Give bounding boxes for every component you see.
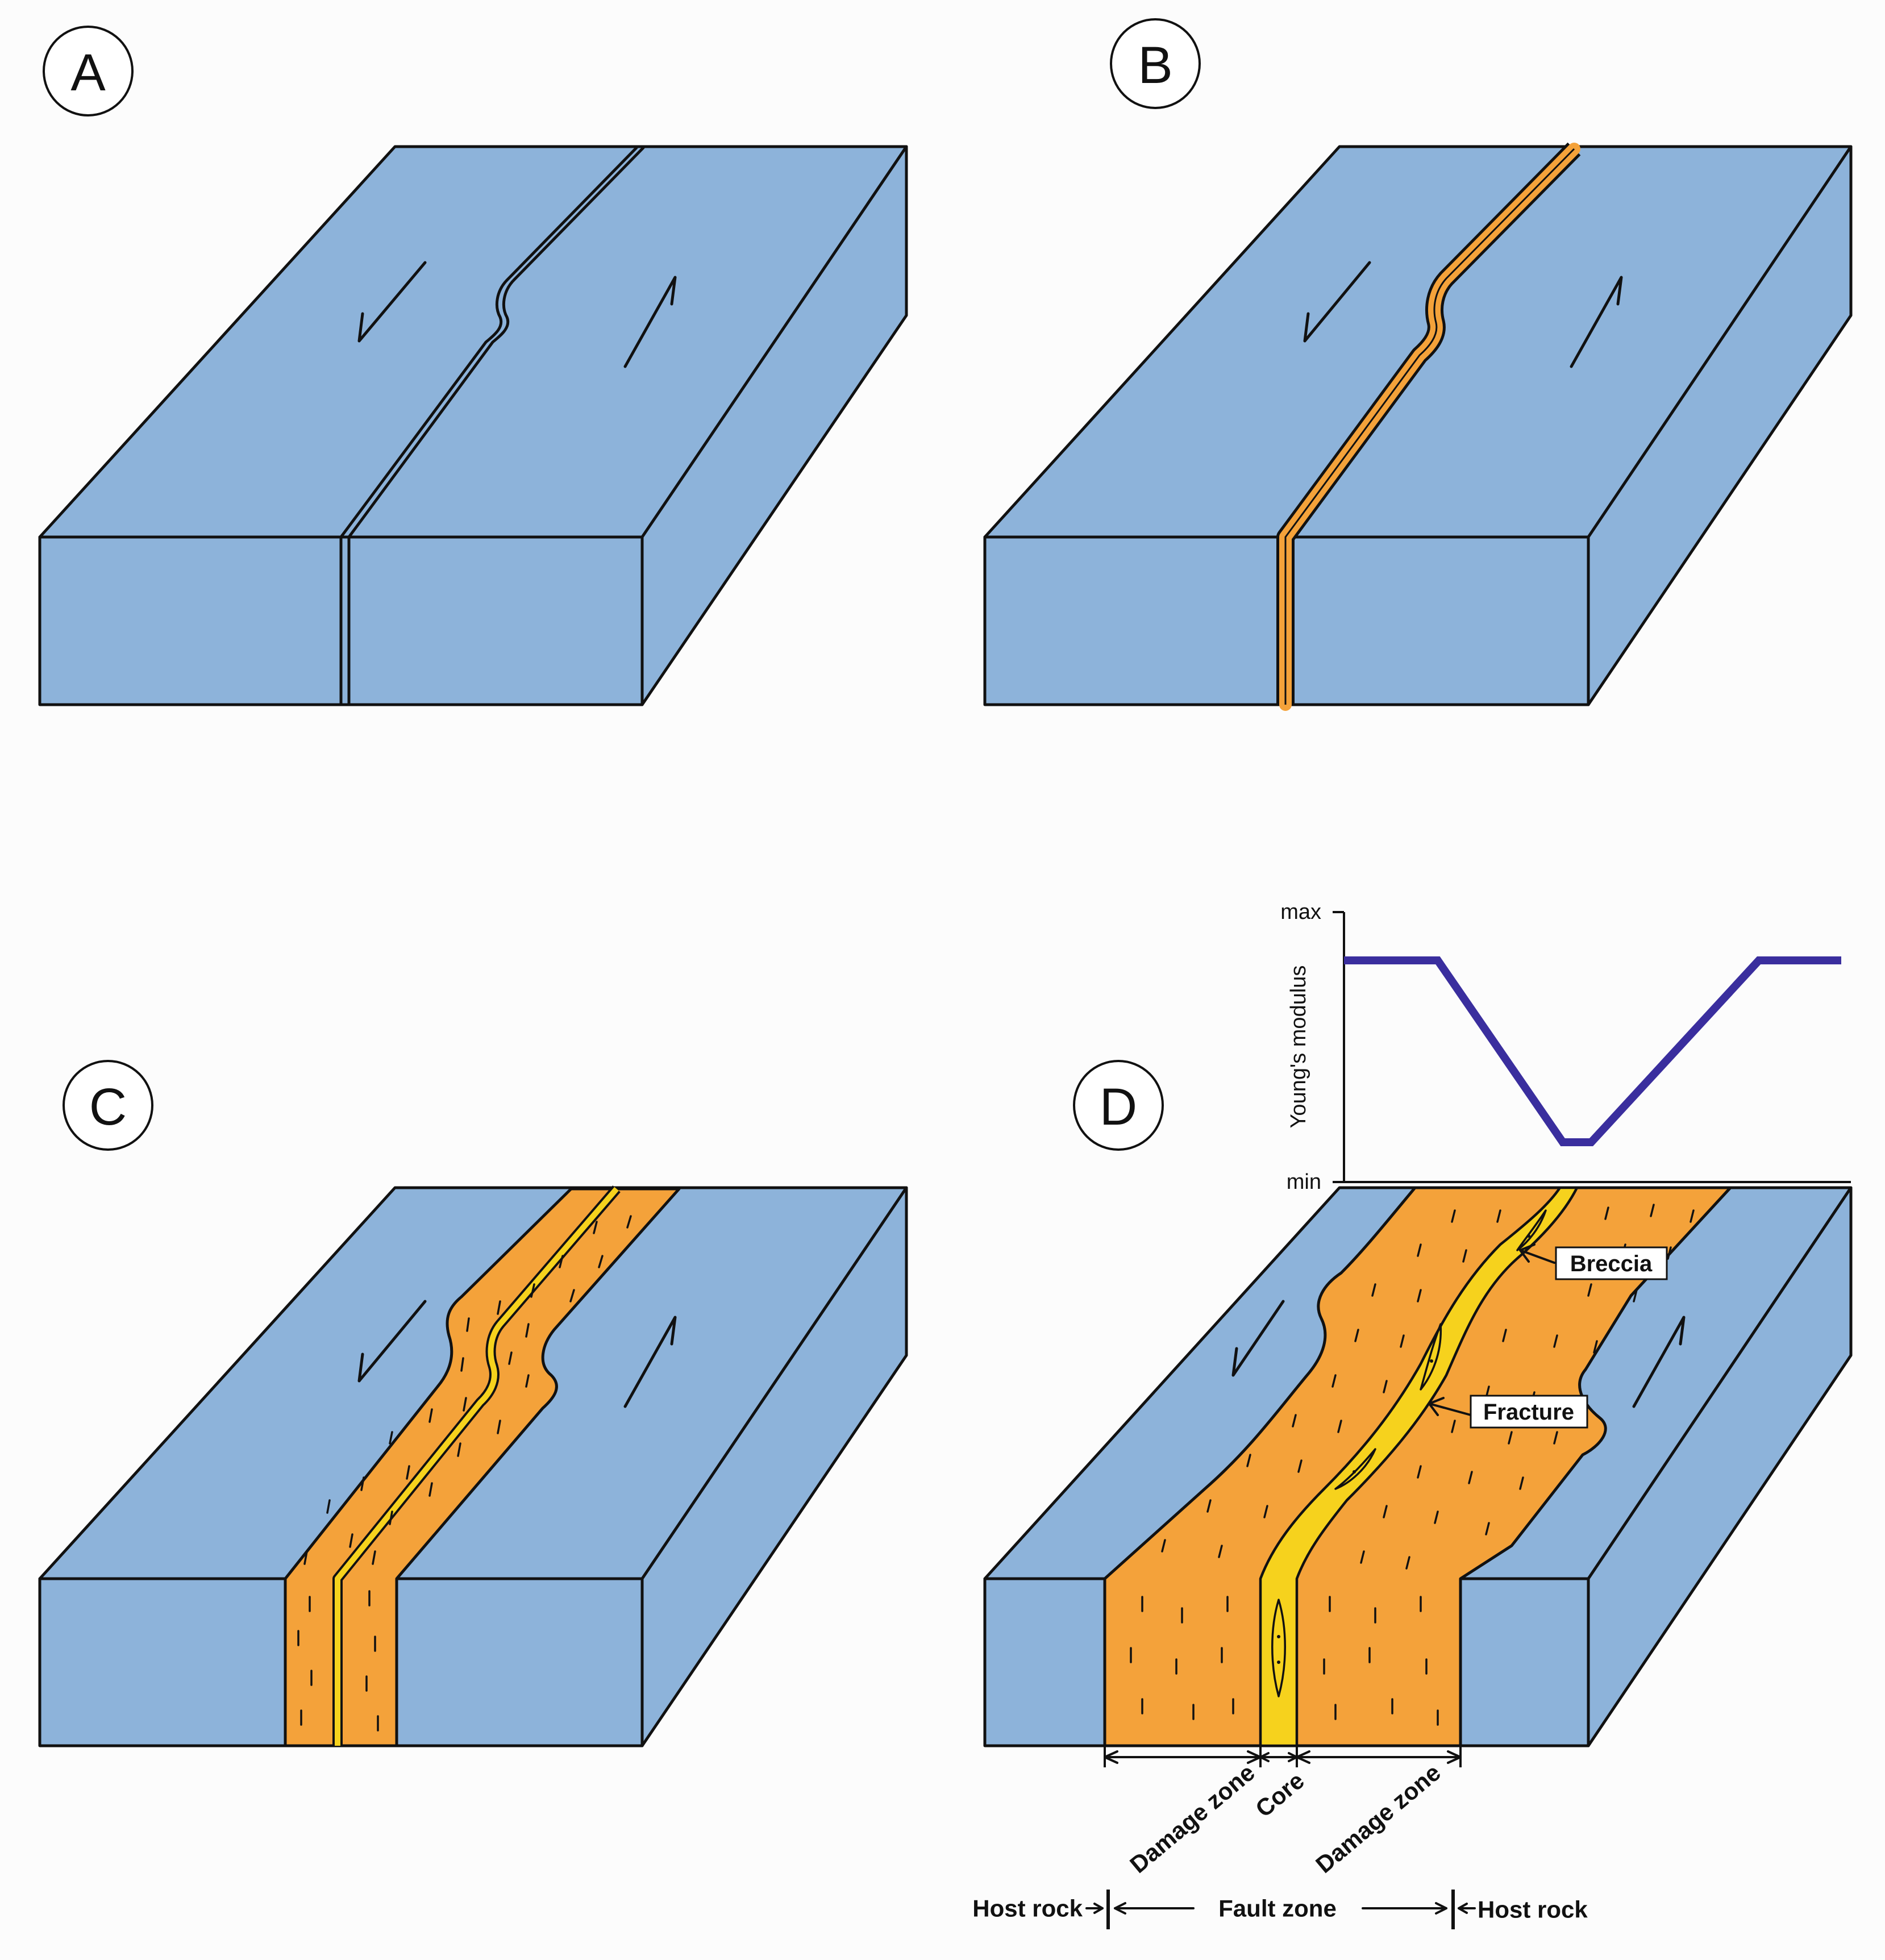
panel-c-badge: [63, 1060, 153, 1151]
fracture-callout: Fracture: [1428, 1395, 1588, 1429]
modulus-max-label: max: [1280, 900, 1321, 924]
panel-d-slip-arrow-right: [1632, 1316, 1686, 1408]
panel-b-fault-band: [1276, 142, 1581, 711]
panel-d-block-side: [1587, 1186, 1853, 1747]
panel-b: B: [983, 18, 1853, 711]
panel-d-breccia-lenses: [1271, 1209, 1547, 1697]
panel-a-badge: [43, 26, 134, 116]
damage-zone-right-label: Damage zone: [1310, 1759, 1446, 1878]
modulus-axis-label: Young's modulus: [1287, 966, 1310, 1129]
panel-a-fault-trace-right: [347, 146, 645, 706]
panel-a-slip-arrow-right: [623, 276, 677, 368]
panel-a-slip-arrow-left: [357, 261, 427, 343]
panel-d-letter: D: [1100, 1078, 1137, 1136]
panel-a-fault-trace-left: [339, 146, 638, 706]
panel-c: C: [38, 1060, 908, 1747]
modulus-chart: max min Young's modulus: [1280, 900, 1851, 1194]
panel-a: A: [38, 26, 908, 706]
zone-dimension-lines: [1104, 1746, 1462, 1767]
fault-zone-label: Fault zone: [1218, 1895, 1337, 1922]
panel-a-block-side: [640, 145, 908, 706]
panel-c-letter: C: [89, 1078, 127, 1136]
breccia-label-box: [1555, 1246, 1668, 1280]
modulus-profile-line: [1344, 956, 1841, 1146]
panel-d-fabric-dashes: [1130, 1204, 1695, 1726]
fault-zone-scale: Host rock Fault zone Host rock: [972, 1890, 1588, 1929]
panel-c-slip-arrow-right: [623, 1316, 677, 1408]
panel-b-slip-arrow-right: [1570, 276, 1623, 368]
fracture-label-box: [1470, 1395, 1588, 1429]
breccia-callout: Breccia: [1519, 1243, 1668, 1280]
damage-zone-left-label: Damage zone: [1125, 1759, 1260, 1878]
host-rock-right-label: Host rock: [1478, 1896, 1588, 1923]
panel-b-letter: B: [1138, 36, 1172, 94]
panel-c-block-side: [640, 1186, 908, 1747]
panel-d: D max min Young's modulus: [972, 900, 1853, 1929]
modulus-min-label: min: [1287, 1170, 1321, 1194]
panel-c-slip-arrow-left: [357, 1300, 427, 1383]
panel-b-badge: [1110, 18, 1201, 109]
panel-b-slip-arrow-left: [1303, 261, 1371, 343]
host-rock-left-label: Host rock: [972, 1895, 1083, 1922]
panel-d-badge: [1073, 1060, 1164, 1151]
panel-c-fabric-dashes: [297, 1215, 632, 1732]
panel-d-slip-arrow-left: [1231, 1300, 1285, 1377]
panel-c-core-strand: [332, 1185, 621, 1746]
panel-b-block-side: [1587, 145, 1853, 706]
breccia-label: Breccia: [1570, 1251, 1653, 1276]
fracture-label: Fracture: [1483, 1400, 1574, 1425]
core-label: Core: [1250, 1767, 1309, 1822]
panel-a-letter: A: [70, 44, 106, 102]
